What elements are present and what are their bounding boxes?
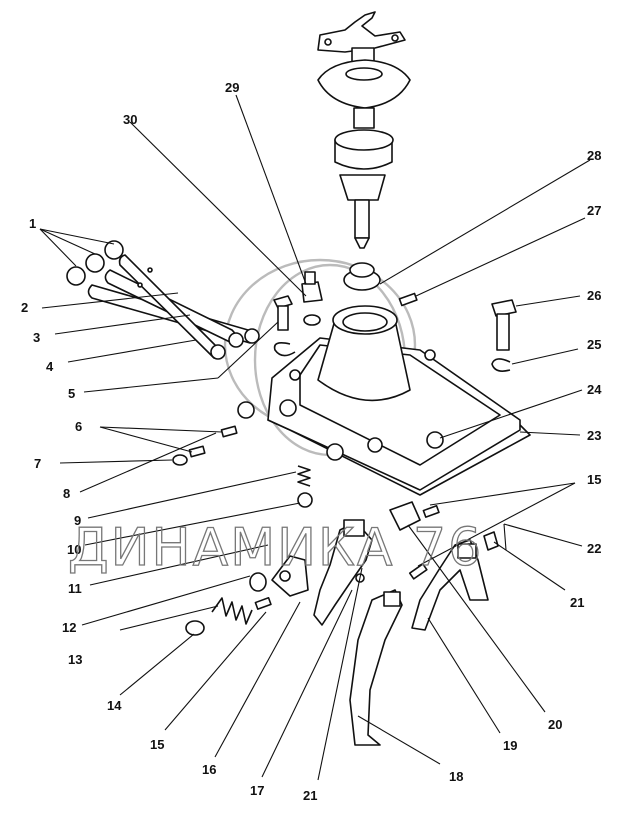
pin-20 [408,563,428,580]
label-20: 20 [548,717,562,732]
bolt-5 [273,295,293,331]
label-28: 28 [587,148,601,163]
label-27: 27 [587,203,601,218]
circlip-25 [491,358,511,372]
bolt-26 [491,299,517,351]
shift-fork-19 [411,539,489,631]
pin-22 [503,523,507,551]
label-5: 5 [68,386,75,401]
washer-12 [249,572,267,592]
label-21-right: 21 [570,595,584,610]
label-12: 12 [62,620,76,635]
pin-6a [220,425,238,438]
bracket-11 [271,555,309,597]
label-29: 29 [225,80,239,95]
label-19: 19 [503,738,517,753]
label-8: 8 [63,486,70,501]
label-11: 11 [68,581,82,596]
label-18: 18 [449,769,463,784]
label-2: 2 [21,300,28,315]
label-23: 23 [587,428,601,443]
label-24: 24 [587,382,602,397]
screw-21 [483,531,499,551]
label-15-upper: 15 [587,472,601,487]
o-rings [66,240,124,286]
plug-14 [185,620,205,636]
label-22: 22 [587,541,601,556]
label-25: 25 [587,337,601,352]
seal-28 [343,262,381,291]
label-6: 6 [75,419,82,434]
label-7: 7 [34,456,41,471]
plug-7 [172,454,188,466]
label-15-lower: 15 [150,737,164,752]
spring-13 [211,597,253,625]
label-17: 17 [250,783,264,798]
ball-10 [297,492,313,508]
label-26: 26 [587,288,601,303]
circlip-left [273,342,296,357]
label-3: 3 [33,330,40,345]
shift-fork-16 [313,519,373,626]
spring-9 [297,465,311,487]
callout-labels: 1 2 3 4 5 6 7 8 9 10 11 12 13 14 15 16 1… [21,80,602,803]
block-upper-fork [389,501,440,531]
leader-lines [39,94,591,781]
shift-lever-assembly [317,11,411,249]
pin-27 [398,292,418,307]
label-9: 9 [74,513,81,528]
label-21-lower: 21 [303,788,317,803]
label-16: 16 [202,762,216,777]
pin-6b [188,445,206,458]
breather-assembly [301,271,323,326]
label-30: 30 [123,112,137,127]
pin-15 [254,596,272,610]
label-14: 14 [107,698,122,713]
watermark-text: ДИНАМИКА 76 [68,518,483,578]
shift-fork-18 [349,589,403,746]
gearbox-cover [237,305,531,496]
label-13: 13 [68,652,82,667]
label-4: 4 [46,359,54,374]
label-1: 1 [29,216,36,231]
label-10: 10 [67,542,81,557]
shift-rods [87,254,260,360]
